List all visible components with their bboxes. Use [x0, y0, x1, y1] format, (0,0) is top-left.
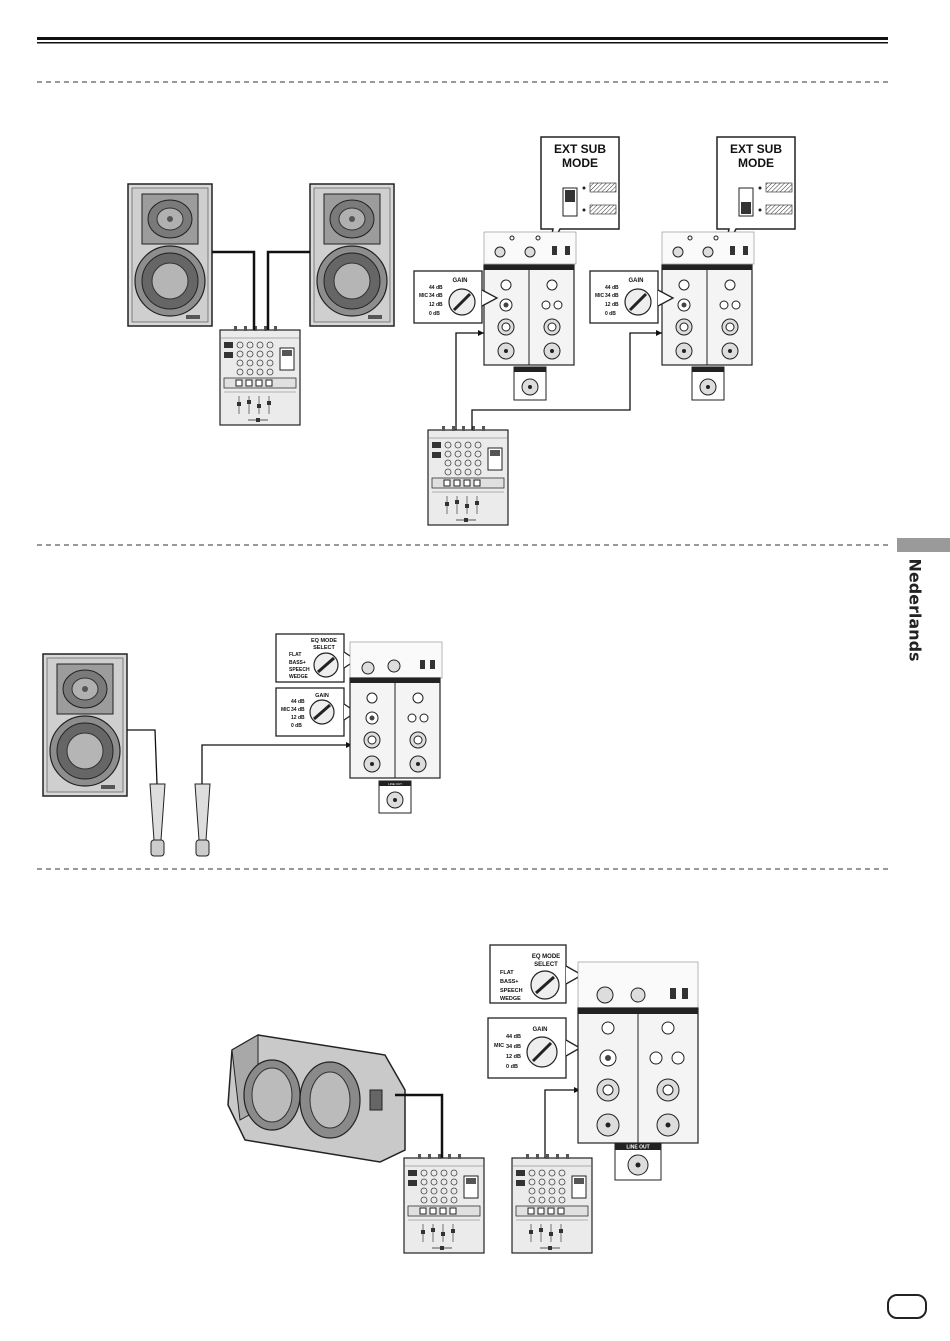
line-out-label: LINE OUT [388, 782, 402, 786]
gain-level: 44 dB [291, 699, 305, 705]
cables [127, 730, 350, 784]
microphones [150, 784, 210, 856]
speaker-back-panel-left [484, 232, 576, 400]
dj-mixer [220, 326, 300, 425]
eq-mode-callout: EQ MODE SELECT FLAT BASS+ SPEECH WEDGE [276, 634, 356, 682]
gain-title: GAIN [629, 278, 644, 284]
eq-option: WEDGE [500, 996, 521, 1002]
gain-level: 12 dB [605, 302, 619, 308]
gain-title: GAIN [315, 693, 329, 699]
dj-mixer [404, 1154, 484, 1253]
eq-option: FLAT [289, 652, 301, 658]
eq-title-line1: EQ MODE [532, 954, 560, 960]
gain-level: 34 dB [291, 707, 305, 713]
gain-level: 0 dB [506, 1064, 518, 1070]
callout-title-line1: EXT SUB [730, 142, 782, 156]
gain-level: 44 dB [429, 285, 443, 291]
speaker-cables [212, 252, 310, 330]
gain-callout: GAIN MIC 44 dB 34 dB 12 dB 0 dB [276, 688, 356, 736]
diagram-1: EXT SUB MODE EXT SUB MODE [128, 137, 795, 525]
gain-callout-right: GAIN MIC 44 dB 34 dB 12 dB 0 dB [590, 271, 673, 323]
eq-option: WEDGE [289, 674, 309, 680]
gain-mic-label: MIC [595, 293, 605, 299]
gain-level: 0 dB [605, 311, 616, 317]
eq-option: SPEECH [500, 988, 523, 994]
gain-level: 0 dB [429, 311, 440, 317]
gain-title: GAIN [453, 278, 468, 284]
line-out-label: LINE OUT [626, 1145, 649, 1151]
eq-option: BASS+ [289, 660, 306, 666]
gain-level: 44 dB [506, 1034, 521, 1040]
gain-level: 34 dB [429, 293, 443, 299]
eq-mode-callout: EQ MODE SELECT FLAT BASS+ SPEECH WEDGE [490, 945, 582, 1003]
gain-level: 12 dB [291, 715, 305, 721]
gain-level: 12 dB [506, 1054, 521, 1060]
gain-title: GAIN [533, 1027, 548, 1033]
callout-title-line2: MODE [562, 156, 598, 170]
eq-title-line2: SELECT [313, 645, 335, 651]
gain-level: 34 dB [506, 1044, 521, 1050]
gain-level: 0 dB [291, 723, 302, 729]
speaker-back-panel-right [662, 232, 754, 400]
eq-title-line2: SELECT [534, 962, 558, 968]
eq-option: SPEECH [289, 667, 310, 673]
floor-monitor-speaker [228, 1035, 405, 1162]
gain-mic-label: MIC [281, 707, 291, 713]
input-cable [545, 1090, 578, 1158]
gain-level: 12 dB [429, 302, 443, 308]
speaker-right [310, 184, 394, 326]
speaker-back-panel: LINE OUT [350, 642, 442, 813]
gain-mic-label: MIC [494, 1043, 504, 1049]
speaker-left [128, 184, 212, 326]
callout-title-line2: MODE [738, 156, 774, 170]
gain-mic-label: MIC [419, 293, 429, 299]
eq-title-line1: EQ MODE [311, 638, 337, 644]
callout-title-line1: EXT SUB [554, 142, 606, 156]
page-header-rule [37, 37, 888, 44]
gain-level: 34 dB [605, 293, 619, 299]
eq-option: BASS+ [500, 979, 519, 985]
speaker-back-panel: LINE OUT [578, 962, 698, 1180]
eq-option: FLAT [500, 970, 514, 976]
gain-callout: GAIN MIC 44 dB 34 dB 12 dB 0 dB [488, 1018, 580, 1078]
diagram-2: EQ MODE SELECT FLAT BASS+ SPEECH WEDGE G… [43, 634, 442, 856]
dj-mixer [428, 426, 508, 525]
gain-level: 44 dB [605, 285, 619, 291]
diagram-3: EQ MODE SELECT FLAT BASS+ SPEECH WEDGE G… [228, 945, 698, 1253]
speaker [43, 654, 127, 796]
dj-mixer [512, 1154, 592, 1253]
